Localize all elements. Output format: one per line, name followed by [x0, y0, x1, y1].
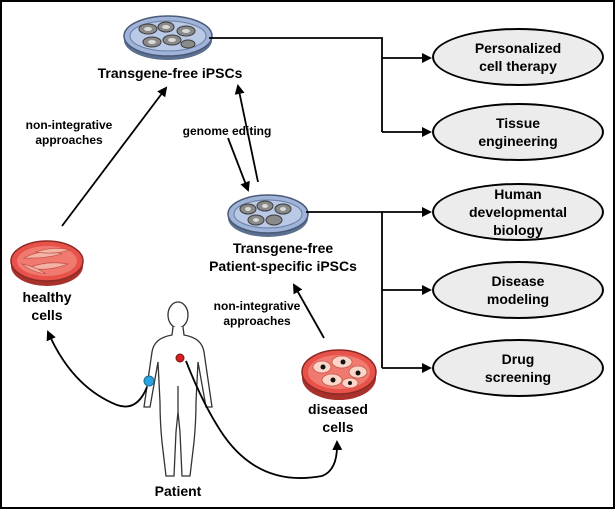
patient-specific-ipsc-label: Transgene-free Patient-specific iPSCs [198, 239, 368, 275]
diseased-cells-dish [301, 349, 377, 400]
outcome-tissue-engineering: Tissue engineering [432, 103, 604, 161]
non-integrative-right-line2: approaches [223, 314, 291, 328]
genome-editing-label: genome editing [182, 124, 272, 138]
blood-sample-marker [143, 375, 155, 387]
ipsc-dish-top [123, 15, 213, 60]
non-integrative-label-left: non-integrative approaches [14, 118, 124, 148]
healthy-cells-dish [10, 240, 84, 286]
diseased-cells-label: diseased cells [300, 400, 376, 436]
outcome-line: engineering [478, 133, 558, 149]
outcome-personalized-cell-therapy: Personalized cell therapy [432, 28, 604, 86]
diseased-cells-line2: cells [322, 419, 354, 435]
outcome-drug-screening: Drug screening [432, 339, 604, 397]
non-integrative-right-line1: non-integrative [213, 299, 301, 313]
ipsc-dish-patient [227, 194, 309, 237]
healthy-cells-line2: cells [31, 307, 63, 323]
non-integrative-left-line1: non-integrative [25, 118, 113, 132]
healthy-cells-line1: healthy [22, 289, 72, 305]
outcome-line: biology [493, 222, 543, 238]
healthy-cells-label: healthy cells [12, 288, 82, 324]
biopsy-site-marker [175, 353, 185, 363]
outcome-line: Personalized [474, 40, 562, 56]
outcome-human-developmental-biology: Human developmental biology [432, 183, 604, 241]
outcome-line: developmental [468, 204, 568, 220]
diseased-cells-line1: diseased [308, 401, 368, 417]
outcome-line: cell therapy [479, 58, 557, 74]
outcome-disease-modeling: Disease modeling [432, 261, 604, 319]
outcome-line: screening [484, 369, 552, 385]
patient-label: Patient [154, 483, 202, 499]
connector-lines [46, 37, 432, 479]
outcome-line: Disease [491, 273, 545, 289]
outcome-line: Drug [501, 351, 535, 367]
non-integrative-label-right: non-integrative approaches [202, 299, 312, 329]
patient-figure [143, 301, 213, 477]
patient-specific-line2: Patient-specific iPSCs [209, 258, 357, 274]
outcome-line: Tissue [495, 115, 541, 131]
transgene-free-ipsc-label: Transgene-free iPSCs [97, 65, 243, 81]
outcome-line: modeling [486, 291, 550, 307]
non-integrative-left-line2: approaches [35, 133, 103, 147]
patient-specific-line1: Transgene-free [232, 240, 334, 256]
outcome-line: Human [494, 186, 542, 202]
